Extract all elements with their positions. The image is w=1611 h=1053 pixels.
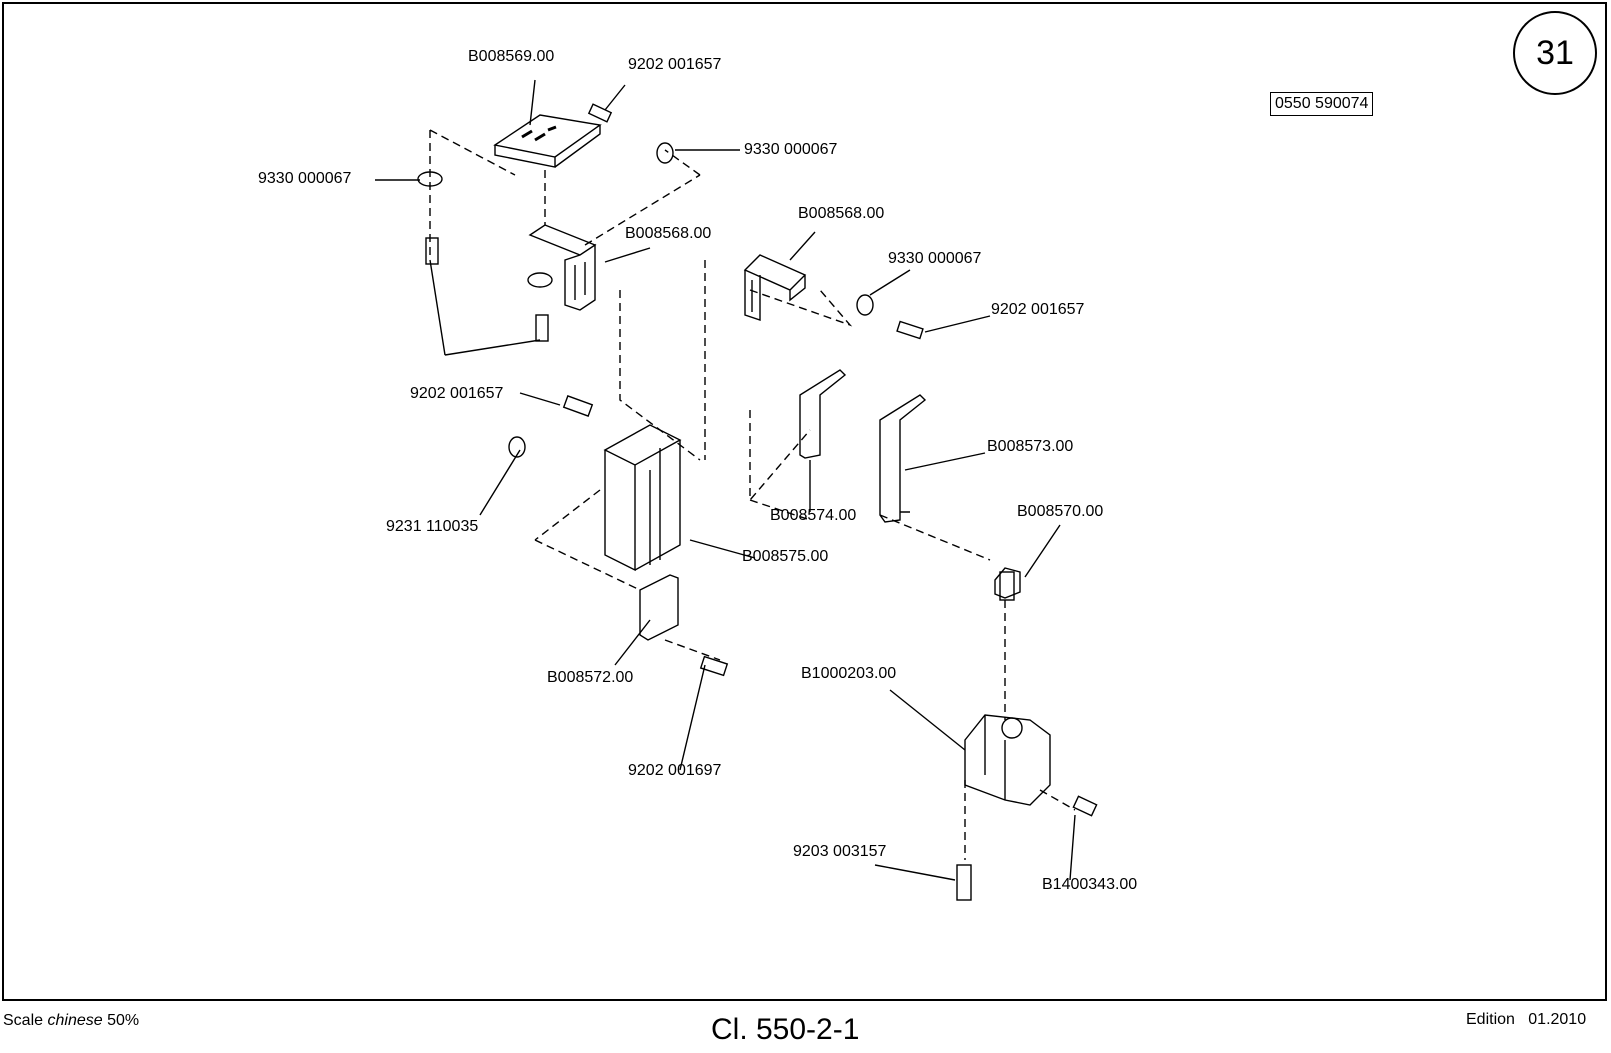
edition-label: Edition bbox=[1466, 1011, 1515, 1028]
label-9202-001697: 9202 001697 bbox=[628, 762, 721, 780]
part-plate-b008569 bbox=[495, 115, 600, 167]
screw-icon bbox=[426, 104, 1097, 900]
label-b008575: B008575.00 bbox=[742, 548, 828, 566]
label-b008568-left: B008568.00 bbox=[625, 225, 711, 243]
part-bracket-b008574 bbox=[800, 370, 845, 458]
footer-edition: Edition 01.2010 bbox=[1466, 1011, 1586, 1029]
scale-label: Scale bbox=[3, 1012, 43, 1029]
part-bracket-b008568-left bbox=[530, 225, 595, 310]
label-9330-000067-left: 9330 000067 bbox=[258, 170, 351, 188]
footer-scale: Scale chinese 50% bbox=[3, 1012, 139, 1030]
scale-language: chinese bbox=[47, 1012, 102, 1029]
scale-value: 50% bbox=[107, 1012, 139, 1029]
part-bracket-b008568-right bbox=[745, 255, 805, 320]
label-9202-001657-right: 9202 001657 bbox=[991, 301, 1084, 319]
footer-class: Cl. 550-2-1 bbox=[711, 1013, 859, 1047]
label-b1400343: B1400343.00 bbox=[1042, 876, 1137, 894]
label-9202-001657-top: 9202 001657 bbox=[628, 56, 721, 74]
part-bracket-b008573 bbox=[880, 395, 925, 522]
label-9330-000067-top: 9330 000067 bbox=[744, 141, 837, 159]
label-9203-003157: 9203 003157 bbox=[793, 843, 886, 861]
label-b008572: B008572.00 bbox=[547, 669, 633, 687]
reference-box: 0550 590074 bbox=[1270, 92, 1373, 116]
label-b008569: B008569.00 bbox=[468, 48, 554, 66]
label-b008568-right: B008568.00 bbox=[798, 205, 884, 223]
part-block-b008575 bbox=[605, 425, 680, 570]
edition-date: 01.2010 bbox=[1528, 1011, 1586, 1028]
part-cylinder-b1000203 bbox=[965, 715, 1050, 805]
label-9330-000067-right: 9330 000067 bbox=[888, 250, 981, 268]
label-b1000203: B1000203.00 bbox=[801, 665, 896, 683]
page-number: 31 bbox=[1513, 11, 1597, 95]
label-b008573: B008573.00 bbox=[987, 438, 1073, 456]
label-9231-110035: 9231 110035 bbox=[386, 518, 478, 536]
label-b008570: B008570.00 bbox=[1017, 503, 1103, 521]
label-b008574: B008574.00 bbox=[770, 507, 856, 525]
part-plate-b008572 bbox=[640, 575, 678, 640]
washer-icon bbox=[418, 143, 873, 457]
label-9202-001657-left: 9202 001657 bbox=[410, 385, 503, 403]
